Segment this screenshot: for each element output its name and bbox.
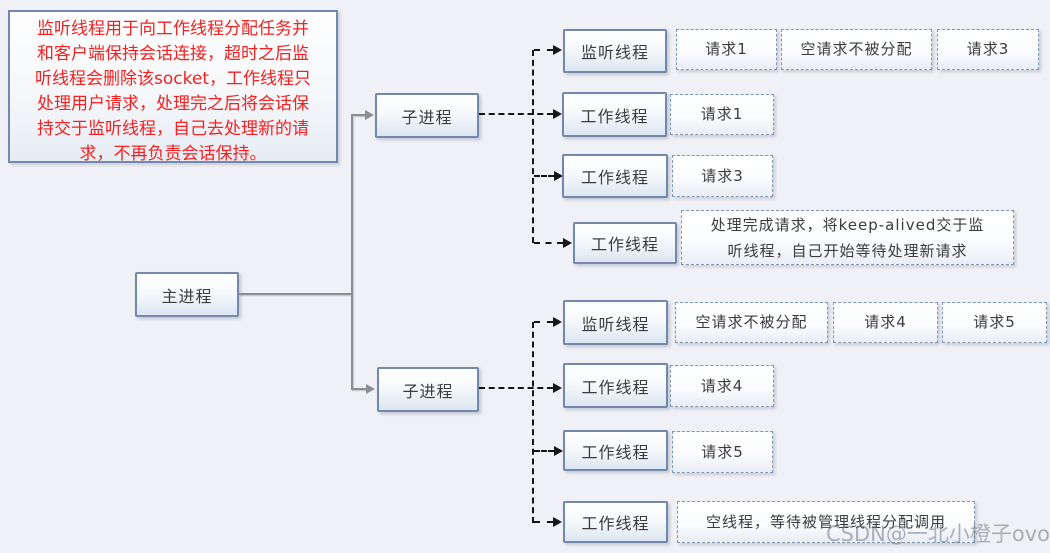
connector-to-child1 — [353, 114, 366, 116]
watermark: CSDN@一北小橙子ovo — [826, 522, 1050, 546]
g1-connector-row3 — [534, 175, 554, 177]
g2-worker-thread-box: 工作线程 — [563, 501, 668, 543]
g1-connector-row1 — [534, 49, 553, 51]
arrowhead-child1 — [365, 110, 374, 120]
g1-arrowhead-row4 — [563, 238, 572, 248]
child-process-1-box: 子进程 — [375, 93, 479, 138]
main-process-box: 主进程 — [135, 272, 239, 317]
g1-arrowhead-row3 — [554, 171, 563, 181]
g1-listen-thread-box: 监听线程 — [563, 29, 667, 73]
arrowhead-child2 — [366, 384, 375, 394]
child-process-2-box: 子进程 — [377, 367, 479, 412]
g2-connector-row4 — [534, 521, 553, 523]
g1-connector-child-row2 — [479, 113, 553, 115]
g2-arrowhead-row3 — [554, 446, 563, 456]
connector-to-child2 — [353, 388, 366, 390]
g2-connector-child-row2 — [479, 387, 553, 389]
g2-arrowhead-row1 — [553, 317, 562, 327]
g2-request-box: 空请求不被分配 — [675, 302, 828, 343]
g2-arrowhead-row4 — [553, 517, 562, 527]
g1-connector-trunk — [532, 50, 534, 243]
g1-connector-row4 — [534, 242, 563, 244]
note-box: 监听线程用于向工作线程分配任务并 和客户端保持会话连接，超时之后监 听线程会删除… — [8, 10, 338, 164]
g1-request-box: 空请求不被分配 — [781, 29, 932, 70]
g1-request-box: 请求3 — [937, 29, 1039, 70]
g2-connector-row3 — [534, 450, 554, 452]
g1-keepalive-note-box: 处理完成请求，将keep-alived交于监 听线程，自己开始等待处理新请求 — [681, 210, 1014, 265]
g2-worker-thread-box: 工作线程 — [563, 363, 668, 408]
g1-request-box: 请求1 — [676, 29, 777, 70]
g1-request-box: 请求3 — [672, 155, 773, 197]
g2-idle-note-box: 空线程，等待被管理线程分配调用 — [677, 501, 975, 543]
g1-request-box: 请求1 — [670, 94, 774, 135]
g1-worker-thread-box: 工作线程 — [562, 154, 668, 198]
g2-request-box: 请求4 — [833, 302, 938, 343]
g2-worker-thread-box: 工作线程 — [563, 430, 668, 471]
g2-connector-row1 — [534, 321, 553, 323]
g1-worker-thread-box: 工作线程 — [573, 222, 677, 264]
g1-arrowhead-row1 — [553, 45, 562, 55]
g2-arrowhead-row2 — [553, 383, 562, 393]
g1-arrowhead-row2 — [553, 109, 562, 119]
g2-request-box: 请求4 — [670, 365, 774, 407]
g1-worker-thread-box: 工作线程 — [562, 92, 667, 137]
g2-connector-trunk — [532, 322, 534, 523]
g2-request-box: 请求5 — [942, 302, 1047, 343]
connector-main-trunk — [351, 114, 353, 390]
g2-listen-thread-box: 监听线程 — [563, 300, 668, 345]
connector-main-horizontal — [239, 293, 352, 295]
g2-request-box: 请求5 — [672, 431, 773, 473]
